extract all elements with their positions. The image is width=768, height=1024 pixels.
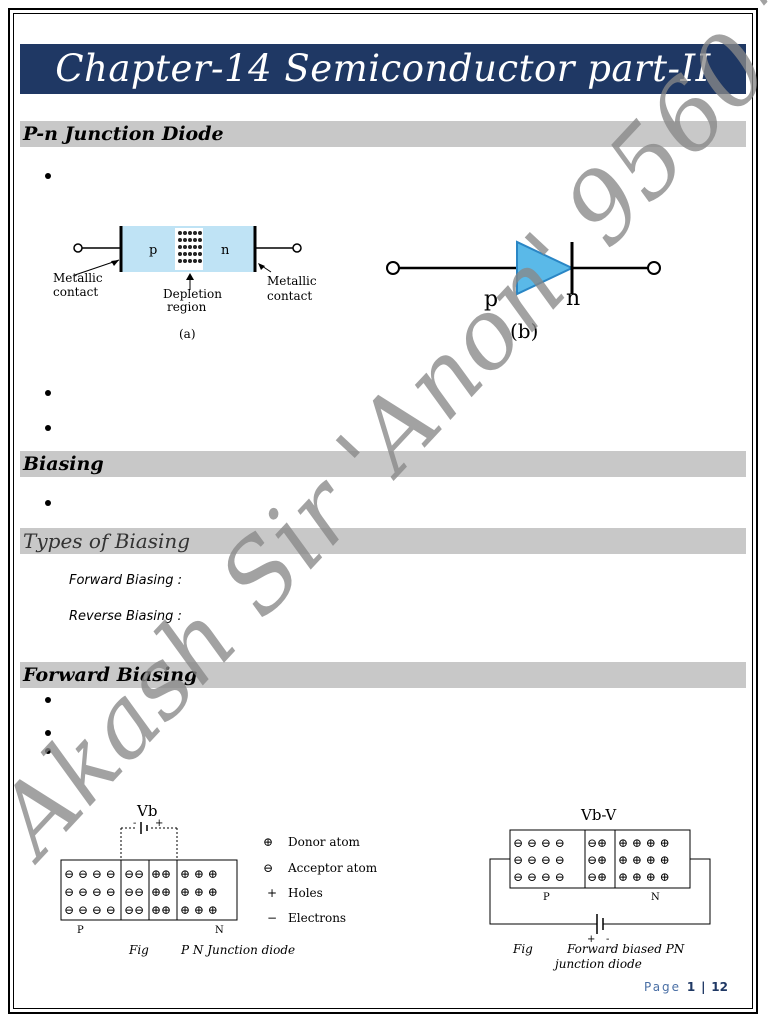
svg-text:−: − [267,911,277,925]
fig-a-n: n [221,243,230,258]
bullet [45,500,51,506]
svg-text:⊖ ⊖ ⊖ ⊖: ⊖ ⊖ ⊖ ⊖ [513,853,565,867]
fig-d-p: P [543,892,550,903]
svg-text:⊕ ⊕ ⊕: ⊕ ⊕ ⊕ [180,903,218,917]
figure-a-diagram: p n Metallic contact Depletion region Me… [53,226,317,341]
chapter-title: Chapter-14 Semiconductor part-II [20,44,746,94]
svg-text:⊖⊕: ⊖⊕ [587,853,607,867]
fig-c-n: N [215,925,224,936]
fig-d-caption-text-1: Forward biased PN [566,942,685,956]
fig-c-p: P [77,925,84,936]
fig-c-plus: + [155,818,163,829]
fig-c-minus: - [133,818,136,829]
fig-a-caption: (a) [179,327,196,341]
legend-electrons: Electrons [288,911,346,925]
section-forward-biasing: Forward Biasing [20,662,746,688]
figure-c-diagram: Vb - + ⊖ ⊖ ⊖ ⊖⊖ ⊖ ⊖ ⊖⊖ ⊖ ⊖ ⊖ ⊖⊖⊖⊖⊖⊖ ⊕⊕⊕⊕… [60,802,378,957]
svg-text:⊕ ⊕ ⊕ ⊕: ⊕ ⊕ ⊕ ⊕ [618,836,670,850]
bullet [45,390,51,396]
page-footer: Page 1 | 12 [644,980,728,994]
legend-donor: Donor atom [288,835,361,849]
bullet [45,748,51,754]
footer-total-pages: 12 [711,980,728,994]
bullet [45,173,51,179]
fig-a-metallic-left-1: Metallic [53,271,103,285]
bullet [45,697,51,703]
svg-text:⊖ ⊖ ⊖ ⊖: ⊖ ⊖ ⊖ ⊖ [513,870,565,884]
fig-d-plus: + [587,934,595,945]
footer-separator: | [701,980,706,994]
bullet [45,730,51,736]
fig-a-p: p [149,243,157,258]
fig-b-caption: (b) [510,319,538,343]
fig-b-p: p [484,287,498,312]
section-types-of-biasing: Types of Biasing [20,528,746,554]
svg-text:⊕ ⊕ ⊕ ⊕: ⊕ ⊕ ⊕ ⊕ [618,870,670,884]
svg-text:⊖⊕: ⊖⊕ [587,836,607,850]
svg-text:⊕⊕: ⊕⊕ [151,867,171,881]
fig-d-n: N [651,892,660,903]
footer-page-word: Page [644,980,682,994]
footer-page-number: 1 [686,980,696,994]
fig-d-minus: - [606,934,609,945]
svg-text:⊖ ⊖ ⊖ ⊖: ⊖ ⊖ ⊖ ⊖ [64,885,116,899]
fig-d-vb: Vb-V [580,806,617,824]
legend-holes: Holes [288,886,323,900]
svg-text:⊖ ⊖ ⊖ ⊖: ⊖ ⊖ ⊖ ⊖ [64,867,116,881]
fig-c-caption-text: P N Junction diode [180,943,295,957]
fig-c-caption-fig: Fig [128,943,149,957]
legend-acceptor: Acceptor atom [287,861,378,875]
section-pn-junction: P-n Junction Diode [20,121,746,147]
fig-a-metallic-right-2: contact [267,289,312,303]
fig-c-vb: Vb [136,802,157,820]
reverse-biasing-label: Reverse Biasing : [69,609,182,624]
svg-text:+: + [267,886,277,900]
svg-text:⊕ ⊕ ⊕ ⊕: ⊕ ⊕ ⊕ ⊕ [618,853,670,867]
fig-a-metallic-left-2: contact [53,285,98,299]
svg-text:⊕⊕: ⊕⊕ [151,885,171,899]
fig-d-caption-fig: Fig [512,942,533,956]
fig-a-depletion-2: region [167,300,207,314]
section-biasing: Biasing [20,451,746,477]
figure-d-diagram: Vb-V ⊖ ⊖ ⊖ ⊖ ⊖ ⊖ ⊖ ⊖ ⊖ ⊖ ⊖ ⊖ ⊖⊕ ⊖⊕ ⊖⊕ ⊕ ⊕ ⊕ … [489,806,711,971]
svg-text:⊕ ⊕ ⊕: ⊕ ⊕ ⊕ [180,885,218,899]
forward-biasing-label: Forward Biasing : [69,573,182,588]
svg-text:⊖ ⊖ ⊖ ⊖: ⊖ ⊖ ⊖ ⊖ [64,903,116,917]
svg-text:⊖: ⊖ [263,861,273,875]
fig-a-metallic-right-1: Metallic [267,274,317,288]
svg-text:⊕⊕: ⊕⊕ [151,903,171,917]
fig-b-n: n [566,286,580,311]
page-border-outer [8,8,758,1014]
svg-text:⊖ ⊖ ⊖ ⊖: ⊖ ⊖ ⊖ ⊖ [513,836,565,850]
svg-text:⊖⊖: ⊖⊖ [124,867,144,881]
figure-b-diagram: p n (b) [386,240,661,343]
fig-d-caption-text-2: junction diode [552,957,642,971]
svg-text:⊖⊖: ⊖⊖ [124,885,144,899]
bullet [45,425,51,431]
svg-text:⊖⊖: ⊖⊖ [124,903,144,917]
svg-text:⊖⊕: ⊖⊕ [587,870,607,884]
svg-text:⊕: ⊕ [263,835,273,849]
page-border-inner [13,13,753,1009]
fig-a-depletion-1: Depletion [163,287,222,301]
svg-text:⊕ ⊕ ⊕: ⊕ ⊕ ⊕ [180,867,218,881]
